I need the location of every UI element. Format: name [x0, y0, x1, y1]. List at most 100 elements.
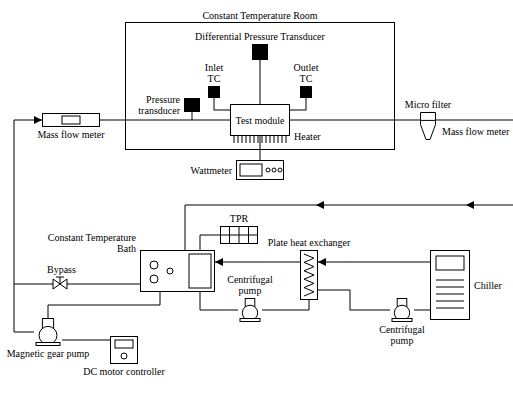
heater-fin	[274, 136, 275, 143]
micro-filter: Micro filter	[420, 112, 436, 140]
black-block	[300, 86, 312, 98]
heater-fin	[278, 136, 279, 143]
gear-pump: Magnetic gear pump	[34, 318, 62, 346]
component-label: Micro filter	[405, 99, 451, 110]
bath-knob	[150, 275, 158, 283]
component-label: Wattmeter	[191, 165, 232, 176]
exchanger-plates	[304, 254, 314, 296]
component-shape	[236, 160, 284, 180]
chiller-unit: Chiller	[430, 250, 470, 320]
part-label: Heater	[294, 131, 321, 142]
pipe-connector	[100, 120, 230, 121]
pump-base	[36, 343, 60, 346]
component-label: DC motor controller	[83, 366, 165, 377]
heater-fin	[250, 136, 251, 143]
pump-base	[392, 319, 412, 322]
component-label: Centrifugal pump	[222, 274, 278, 296]
component-shape	[34, 318, 62, 346]
component-label: Constant Temperature Bath	[40, 232, 136, 254]
pipe-connector	[48, 292, 160, 318]
pump-base	[240, 319, 260, 322]
heater-fin	[282, 136, 283, 143]
component-label: Bypass	[47, 264, 76, 275]
component-label: Mass flow meter	[442, 126, 509, 137]
meter-body	[237, 161, 284, 180]
heater-fin	[254, 136, 255, 143]
meter-knob	[278, 168, 282, 172]
flow-meter: Mass flow meter	[42, 113, 100, 127]
meter-body	[43, 114, 100, 127]
return-pipe	[185, 205, 513, 250]
component-shape	[42, 113, 100, 127]
component-label: Constant Temperature Room	[202, 10, 317, 21]
heater-fin	[286, 136, 287, 143]
component-shape	[220, 226, 258, 244]
exchanger-body	[301, 251, 318, 300]
component-label: Centrifugal pump	[374, 324, 430, 346]
component-shape	[390, 298, 414, 322]
component-label: Plate heat exchanger	[268, 237, 351, 248]
black-block	[184, 98, 200, 112]
component-label: TPR	[230, 213, 248, 224]
flow-arrow	[466, 201, 474, 209]
component-label: Mass flow meter	[37, 129, 104, 140]
meter-knob	[272, 168, 276, 172]
component-shape	[300, 250, 318, 300]
heater-fin	[262, 136, 263, 143]
component-label: Pressure transducer	[132, 94, 180, 116]
transducer-block: Pressure transducer	[184, 98, 200, 112]
pump-casing	[39, 326, 57, 344]
test-module: Test module	[230, 104, 290, 136]
component-shape	[252, 44, 268, 60]
pipe-connector	[318, 290, 390, 310]
pipe-connector	[200, 235, 220, 250]
pipe-connector	[260, 60, 261, 104]
controller-display	[115, 340, 133, 348]
heater-fin	[242, 136, 243, 143]
recorder-box: TPR	[220, 226, 258, 244]
room-enclosure: Constant Temperature RoomDifferential Pr…	[125, 22, 395, 150]
pipe-connector	[260, 136, 261, 160]
component-shape	[184, 98, 200, 112]
bath-knob	[150, 261, 158, 269]
chiller-display	[436, 256, 464, 270]
component-shape	[110, 336, 138, 364]
bypass-valve	[53, 279, 60, 289]
flow-arrow	[316, 201, 324, 209]
module-body	[231, 105, 290, 136]
filter-element	[421, 120, 436, 121]
heater-fin	[270, 136, 271, 143]
controller-knob	[121, 353, 127, 359]
black-block	[208, 86, 220, 98]
component-label: Inlet TC	[200, 62, 228, 84]
component-shape	[140, 250, 215, 292]
chiller-body	[431, 251, 470, 320]
bypass-pipe	[14, 284, 140, 285]
component-label: Chiller	[474, 280, 502, 291]
heater-fin	[266, 136, 267, 143]
pipe-connector	[414, 309, 430, 310]
recorder-grid	[221, 227, 258, 244]
pressure-tap	[192, 112, 193, 120]
bath-body	[141, 251, 215, 292]
chiller-vents	[436, 280, 464, 308]
bath-knob	[167, 268, 173, 274]
component-shape	[420, 112, 436, 140]
motor-controller: DC motor controller	[110, 336, 138, 364]
component-shape	[238, 298, 262, 322]
transducer-block: Differential Pressure Transducer	[252, 44, 268, 60]
outlet-pipe	[436, 120, 513, 121]
pipe-connector	[200, 292, 238, 310]
pipe-connector	[262, 300, 309, 310]
component-label: Differential Pressure Transducer	[195, 31, 325, 42]
component-shape	[430, 250, 470, 320]
controller-body	[111, 337, 138, 364]
pipe-connector	[14, 120, 42, 332]
heat-exchanger: Plate heat exchanger	[300, 250, 318, 300]
heater-fin	[246, 136, 247, 143]
filter-housing	[421, 113, 436, 140]
component-label: Test module	[235, 115, 284, 126]
centrifugal-pump: Centrifugal pump	[238, 298, 262, 322]
bath-panel	[189, 254, 211, 288]
